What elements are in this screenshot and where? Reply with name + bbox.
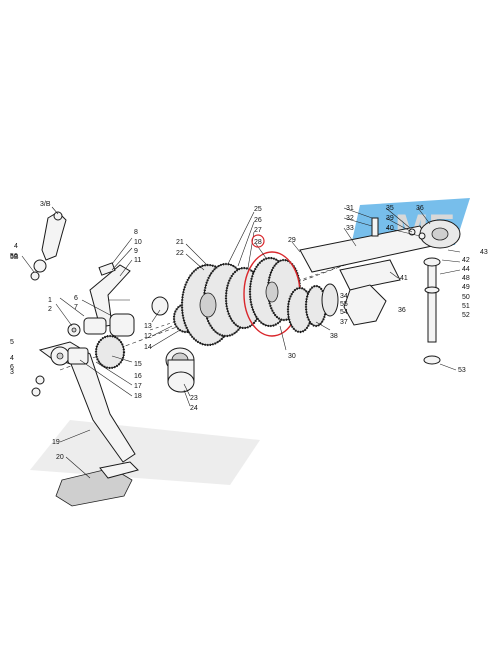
label-27: 27 [254, 227, 262, 234]
label-5b: 5B [10, 254, 19, 261]
bushing [165, 347, 195, 393]
label-19: 19 [52, 439, 60, 446]
label-34: 34 [340, 293, 348, 300]
label-56: 56 [10, 253, 18, 260]
label-26: 26 [254, 217, 262, 224]
label-30: 30 [288, 353, 296, 360]
label-18: 18 [134, 393, 142, 400]
label-17: 17 [134, 383, 142, 390]
kickstart-pedal [31, 334, 139, 507]
label-33: 33 [346, 225, 354, 232]
layshaft-gears [286, 283, 339, 334]
label-24: 24 [190, 405, 198, 412]
label-13: 13 [144, 323, 152, 330]
label-28: 28 [254, 239, 262, 246]
label-16: 16 [134, 373, 142, 380]
label-4-bottom: 4 [10, 355, 14, 362]
label-28-highlight-circle [251, 234, 265, 248]
label-49: 49 [462, 284, 470, 291]
label-32: 32 [346, 215, 354, 222]
label-20: 20 [56, 454, 64, 461]
label-52: 52 [462, 312, 470, 319]
label-53: 53 [458, 367, 466, 374]
label-6: 6 [74, 295, 78, 302]
label-44: 44 [462, 266, 470, 273]
label-35: 35 [386, 205, 394, 212]
label-31: 31 [346, 205, 354, 212]
label-55: 55 [340, 301, 348, 308]
leader-lines [21, 206, 461, 479]
label-1: 1 [48, 297, 52, 304]
label-29: 29 [288, 237, 296, 244]
label-21: 21 [176, 239, 184, 246]
label-5: 5 [10, 339, 14, 346]
label-3b: 3/B [40, 201, 51, 208]
label-11: 11 [134, 257, 141, 264]
selector-drum-housing [299, 217, 461, 326]
vertical-shaft [423, 257, 441, 365]
label-37: 37 [340, 319, 348, 326]
label-51: 51 [462, 303, 470, 310]
label-6-bottom: 6 [10, 364, 14, 371]
label-8: 8 [134, 229, 138, 236]
label-14: 14 [144, 344, 152, 351]
label-48: 48 [462, 275, 470, 282]
label-39: 39 [386, 215, 394, 222]
label-43: 43 [480, 249, 488, 256]
label-25: 25 [254, 206, 262, 213]
label-41: 41 [400, 275, 408, 282]
label-36: 36 [398, 307, 406, 314]
label-9: 9 [134, 248, 138, 255]
label-3: 3 [10, 369, 14, 376]
label-40: 40 [386, 225, 394, 232]
label-7: 7 [74, 304, 78, 311]
label-10: 10 [134, 239, 142, 246]
label-15: 15 [134, 361, 142, 368]
label-22: 22 [176, 250, 184, 257]
label-38: 38 [330, 333, 338, 340]
label-50: 50 [462, 294, 470, 301]
label-23: 23 [190, 395, 198, 402]
label-42: 42 [462, 257, 470, 264]
label-4-top: 4 [14, 243, 18, 250]
label-36-top: 36 [416, 205, 424, 212]
label-54: 54 [340, 309, 348, 316]
part-labels: 3/B 4 5B 1 2 6 7 8 10 9 11 13 12 14 5 4 … [10, 201, 488, 461]
label-12: 12 [144, 333, 152, 340]
clutch-gear-cluster [180, 262, 264, 347]
label-2: 2 [48, 306, 52, 313]
highlighted-gear-pair [243, 251, 302, 337]
gear-lever-assembly [30, 211, 67, 281]
